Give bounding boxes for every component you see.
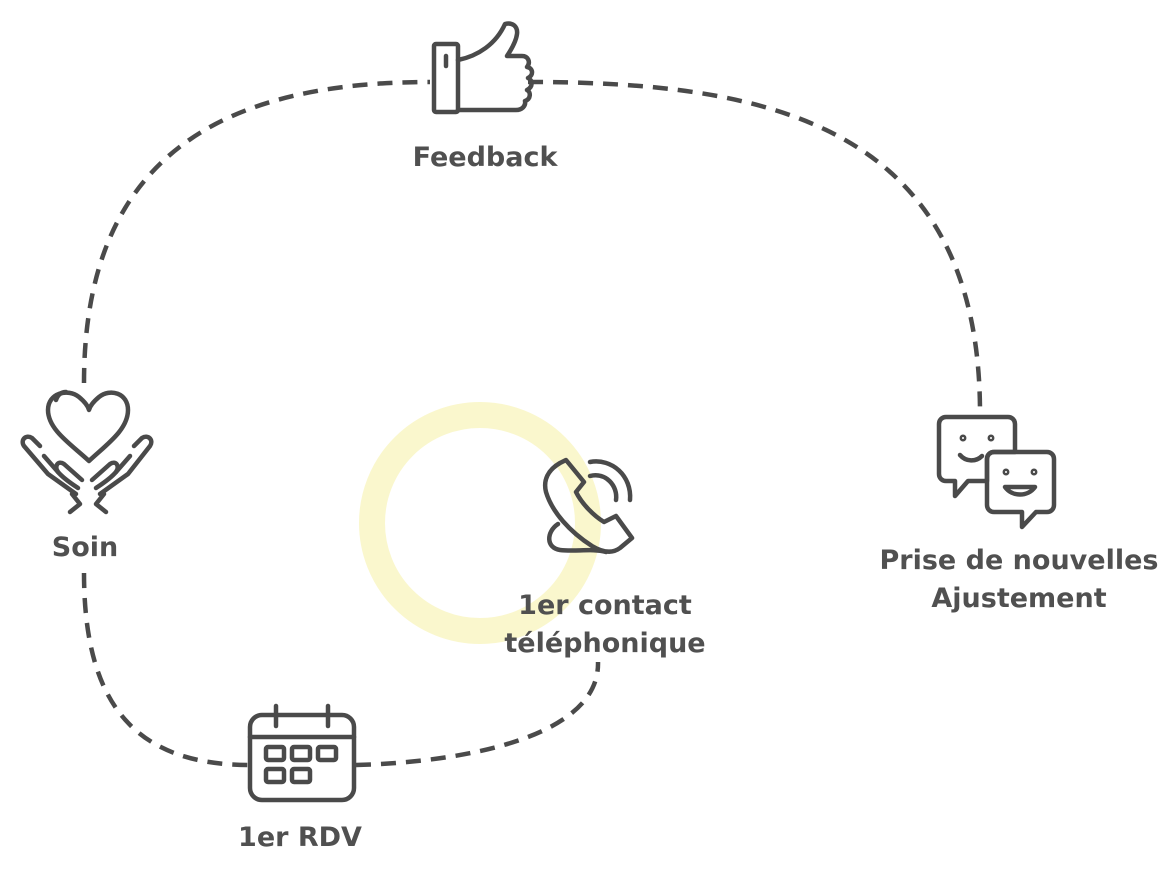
heart-hands-icon [20, 389, 154, 515]
step-label-news: Prise de nouvelles Ajustement [864, 542, 1174, 618]
step-label-line: téléphonique [504, 628, 706, 659]
step-label-rdv: 1er RDV [200, 819, 400, 857]
thumbs-up-icon [431, 21, 535, 115]
step-label-line: Feedback [412, 142, 558, 173]
step-label-contact: 1er contact téléphonique [470, 587, 740, 663]
step-label-soin: Soin [0, 529, 170, 567]
step-label-feedback: Feedback [385, 139, 585, 177]
chat-bubbles-icon [936, 414, 1057, 530]
step-label-line: 1er RDV [238, 822, 362, 853]
connector-soin-rdv [81, 572, 251, 768]
step-label-line: Prise de nouvelles [879, 545, 1159, 576]
highlight-ring [359, 402, 601, 644]
connector-soin-feedback [81, 79, 431, 384]
phone-icon [542, 457, 635, 555]
calendar-icon [247, 703, 357, 803]
step-label-line: Ajustement [931, 583, 1107, 614]
step-label-line: Soin [51, 532, 119, 563]
step-label-line: 1er contact [518, 590, 692, 621]
connector-rdv-contact [355, 661, 601, 768]
connector-feedback-news [527, 79, 983, 414]
